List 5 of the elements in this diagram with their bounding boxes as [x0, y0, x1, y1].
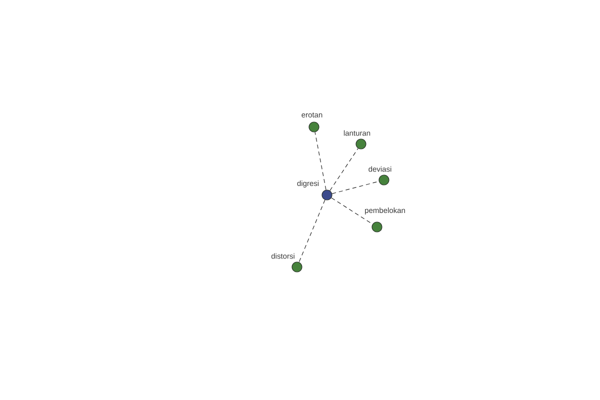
connector-line — [331, 198, 373, 224]
connector-line — [330, 148, 358, 191]
connector-line — [332, 181, 380, 194]
connector-line — [314, 132, 326, 190]
connector-line — [298, 200, 326, 262]
